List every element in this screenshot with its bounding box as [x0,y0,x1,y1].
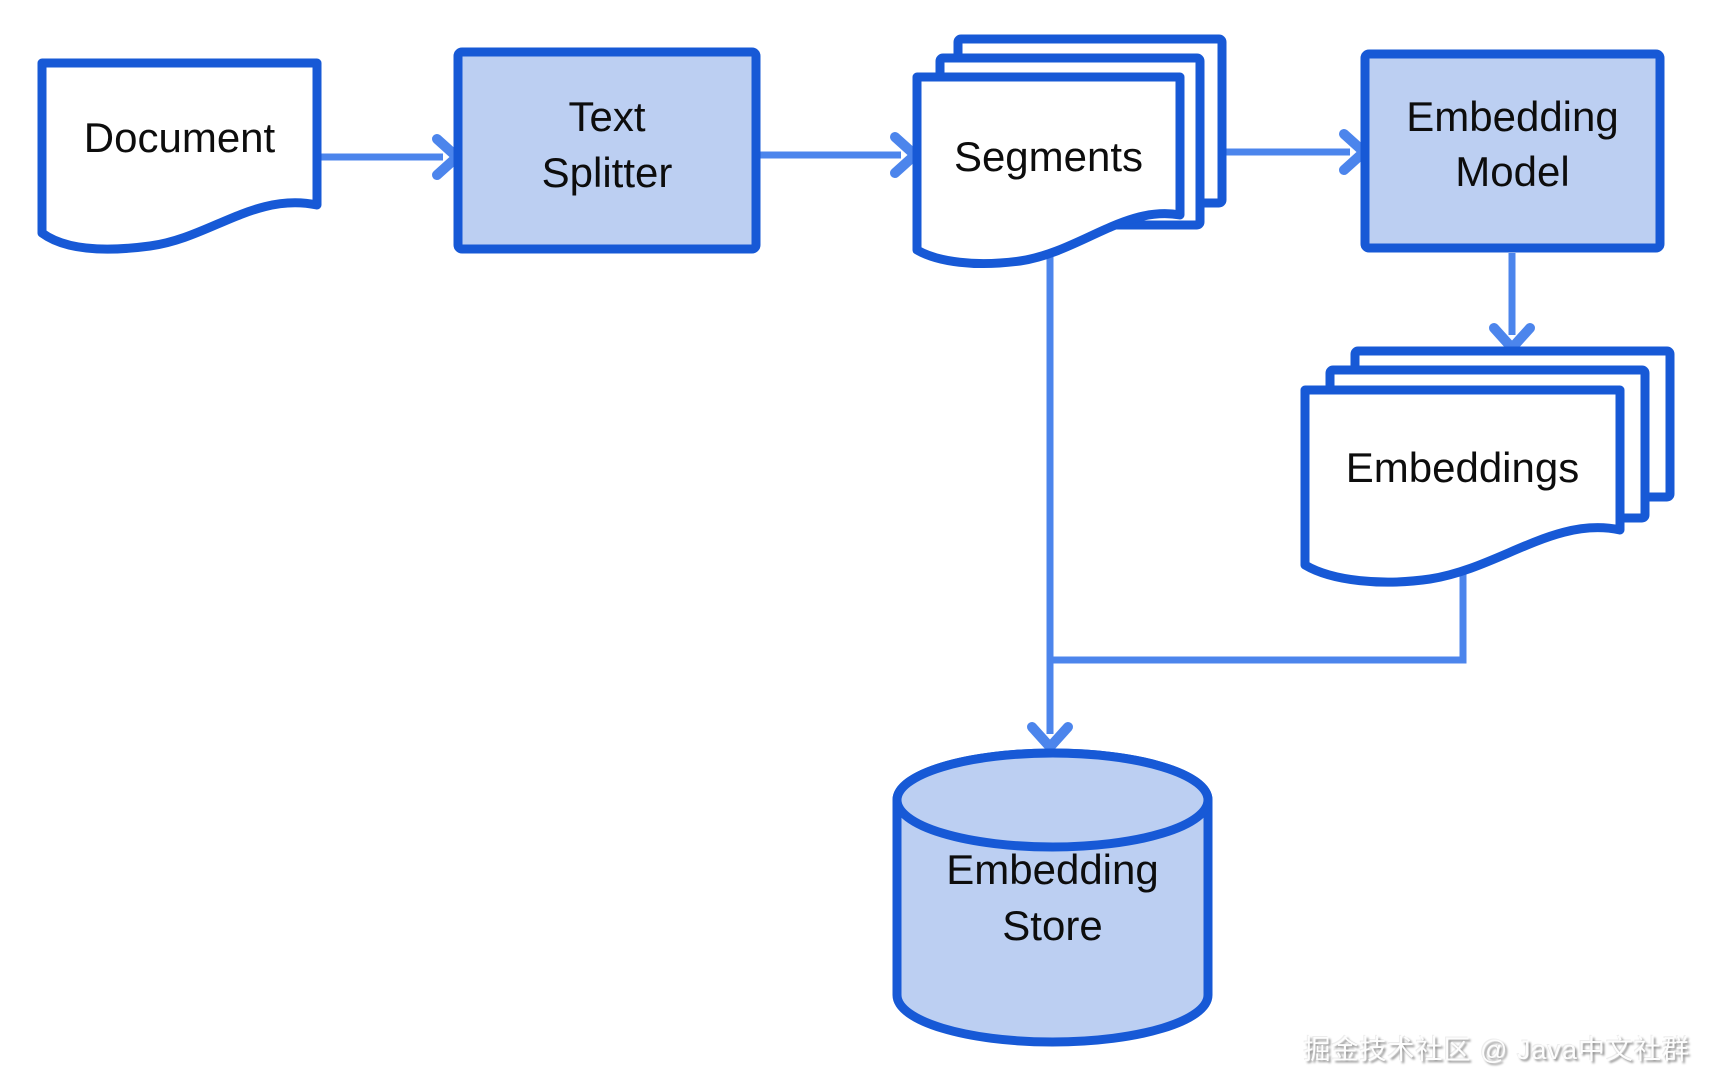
connector-embeddings-to-junction [1050,558,1467,664]
node-document [37,58,322,254]
text-splitter-box [453,47,761,254]
segments-front-sheet [912,72,1185,269]
embeddings-front-sheet [1300,385,1625,587]
node-segments [912,34,1227,269]
watermark: 掘金技术社区 @ Java中文社群 [1303,1035,1690,1065]
embedding-store-top-rim [892,748,1213,852]
document-shape [37,58,322,254]
arrowhead-into-store [1027,722,1073,752]
node-embeddings [1300,346,1675,587]
embedding-model-box [1360,49,1665,253]
node-embedding-store [892,748,1213,1047]
